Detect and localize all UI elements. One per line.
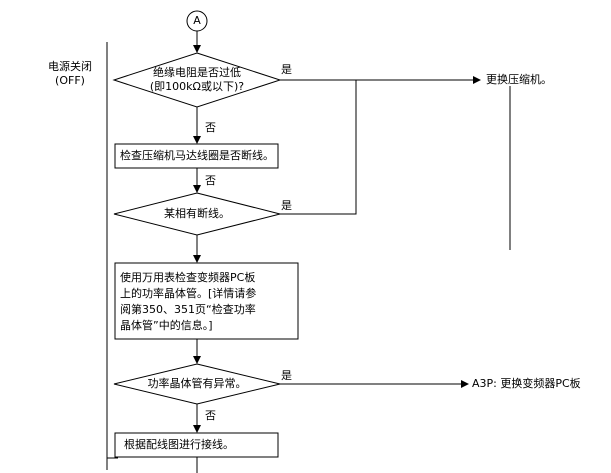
action-replace-pcb: A3P: 更换变频器PC板 bbox=[472, 377, 581, 390]
q2-yes-label: 是 bbox=[281, 199, 292, 212]
step-check-winding: 检查压缩机马达线圈是否断线。 bbox=[120, 149, 274, 162]
box-check-transistor bbox=[114, 262, 299, 340]
q-transistor-abnormal: 功率晶体管有异常。 bbox=[147, 377, 247, 390]
q1-yes-label: 是 bbox=[281, 63, 292, 76]
q1-no-label: 否 bbox=[205, 121, 216, 134]
q3-no-label: 否 bbox=[205, 409, 216, 422]
step-check-transistor-line2: 上的功率晶体管。[详情请参 bbox=[120, 287, 257, 300]
q-insulation-line1: 绝缘电阻是否过低 bbox=[153, 66, 241, 79]
arrow-q2-yes bbox=[280, 80, 357, 215]
step-check-transistor-line4: 晶体管”中的信息。] bbox=[120, 319, 213, 332]
q3-yes-label: 是 bbox=[281, 369, 292, 382]
step-check-transistor-line3: 阅第350、351页“检查功率 bbox=[120, 303, 256, 316]
q2-no-label: 否 bbox=[205, 174, 216, 187]
step-check-transistor-line1: 使用万用表检查变频器PC板 bbox=[120, 271, 256, 284]
q-insulation-line2: (即100kΩ或以下)? bbox=[149, 80, 245, 93]
q-phase-break: 某相有断线。 bbox=[164, 207, 230, 220]
action-replace-compressor: 更换压缩机。 bbox=[486, 73, 552, 86]
step-wiring: 根据配线图进行接线。 bbox=[124, 438, 234, 451]
box-check-winding bbox=[114, 143, 279, 169]
connector-label: A bbox=[193, 14, 201, 27]
power-off-sublabel: (OFF) bbox=[55, 74, 85, 87]
power-off-label: 电源关闭 bbox=[48, 60, 92, 73]
